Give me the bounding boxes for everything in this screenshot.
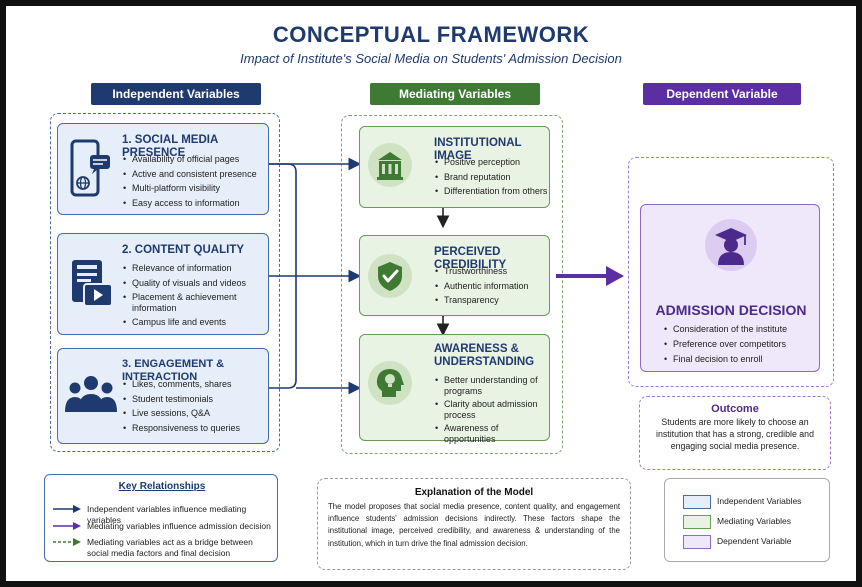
list-item: Placement & achievement information xyxy=(123,292,278,314)
mediating-group xyxy=(341,115,563,454)
legend-swatch-dependent xyxy=(683,535,711,549)
card-admission-decision: ADMISSION DECISION Consideration of the … xyxy=(640,204,820,372)
list-item: Differentiation from others xyxy=(435,184,560,199)
list-item: Authentic information xyxy=(435,279,560,294)
phone-icon xyxy=(66,138,116,200)
mediating-header: Mediating Variables xyxy=(370,83,540,105)
list-item: Easy access to information xyxy=(123,196,278,211)
list-item: Active and consistent presence xyxy=(123,167,278,182)
head-bulb-icon xyxy=(368,361,412,405)
list-item: Live sessions, Q&A xyxy=(123,406,278,421)
dependent-header: Dependent Variable xyxy=(643,83,801,105)
card-social-media-presence: 1. SOCIAL MEDIA PRESENCE Availability of… xyxy=(57,123,269,215)
outcome-box: Outcome Students are more likely to choo… xyxy=(639,396,831,470)
list-item: Positive perception xyxy=(435,155,560,170)
list-item: Better understanding of programs xyxy=(435,375,552,397)
framework-canvas: CONCEPTUAL FRAMEWORK Impact of Institute… xyxy=(6,6,856,581)
arrow-to-decision-head xyxy=(606,266,624,286)
key-title: Key Relationships xyxy=(118,481,206,492)
card-engagement-interaction: 3. ENGAGEMENT & INTERACTION Likes, comme… xyxy=(57,348,269,444)
legend-box: Independent Variables Mediating Variable… xyxy=(664,478,830,562)
explanation-box: Explanation of the Model The model propo… xyxy=(317,478,631,570)
list-item: Brand reputation xyxy=(435,170,560,185)
list-item: Student testimonials xyxy=(123,392,278,407)
list-item: Awareness of opportunities xyxy=(435,423,552,445)
list-item: Likes, comments, shares xyxy=(123,377,278,392)
people-icon xyxy=(64,369,118,419)
decision-title: ADMISSION DECISION xyxy=(655,302,807,318)
legend-label: Independent Variables xyxy=(717,496,802,506)
video-doc-icon xyxy=(66,252,116,314)
graduate-icon xyxy=(705,219,757,271)
independent-group xyxy=(50,113,280,452)
card-institutional-image: INSTITUTIONAL IMAGE Positive perception … xyxy=(359,126,550,208)
card-title: AWARENESS & UNDERSTANDING xyxy=(434,343,535,368)
connector-layer xyxy=(268,157,624,395)
card-awareness-understanding: AWARENESS & UNDERSTANDING Better underst… xyxy=(359,334,552,444)
building-icon xyxy=(368,143,412,187)
shield-check-icon xyxy=(368,254,412,298)
key-item: Mediating variables influence admission … xyxy=(87,521,271,531)
key-item: Mediating variables act as a bridge betw… xyxy=(87,537,253,558)
independent-header: Independent Variables xyxy=(91,83,261,105)
legend-swatch-independent xyxy=(683,495,711,509)
list-item: Transparency xyxy=(435,293,560,308)
card-perceived-credibility: PERCEIVED CREDIBILITY Trustworthiness Au… xyxy=(359,235,550,316)
list-item: Quality of visuals and videos xyxy=(123,277,278,290)
list-item: Trustworthiness xyxy=(435,264,560,279)
list-item: Final decision to enroll xyxy=(664,352,831,367)
list-item: Preference over competitors xyxy=(664,337,831,352)
explanation-title: Explanation of the Model xyxy=(414,487,534,498)
list-item: Availability of official pages xyxy=(123,152,278,167)
outcome-text: Students are more likely to choose an in… xyxy=(656,417,814,451)
key-item: Independent variables influence mediatin… xyxy=(87,504,247,525)
key-relationships-box: Key Relationships Independent variables … xyxy=(44,474,278,562)
legend-swatch-mediating xyxy=(683,515,711,529)
outcome-title: Outcome xyxy=(711,403,759,415)
list-item: Relevance of information xyxy=(123,262,278,275)
list-item: Multi-platform visibility xyxy=(123,181,278,196)
list-item: Responsiveness to queries xyxy=(123,421,278,436)
list-item: Clarity about admission process xyxy=(435,399,552,421)
card-content-quality: 2. CONTENT QUALITY Relevance of informat… xyxy=(57,233,269,335)
list-item: Consideration of the institute xyxy=(664,322,831,337)
key-arrows xyxy=(53,505,81,546)
page-subtitle: Impact of Institute's Social Media on St… xyxy=(240,51,622,66)
page-title: CONCEPTUAL FRAMEWORK xyxy=(272,22,590,47)
legend-label: Mediating Variables xyxy=(717,516,792,526)
dependent-group xyxy=(628,157,834,387)
list-item: Campus life and events xyxy=(123,316,278,329)
card-title: 2. CONTENT QUALITY xyxy=(122,244,245,256)
explanation-text: The model proposes that social media pre… xyxy=(328,502,620,548)
legend-label: Dependent Variable xyxy=(717,536,792,546)
